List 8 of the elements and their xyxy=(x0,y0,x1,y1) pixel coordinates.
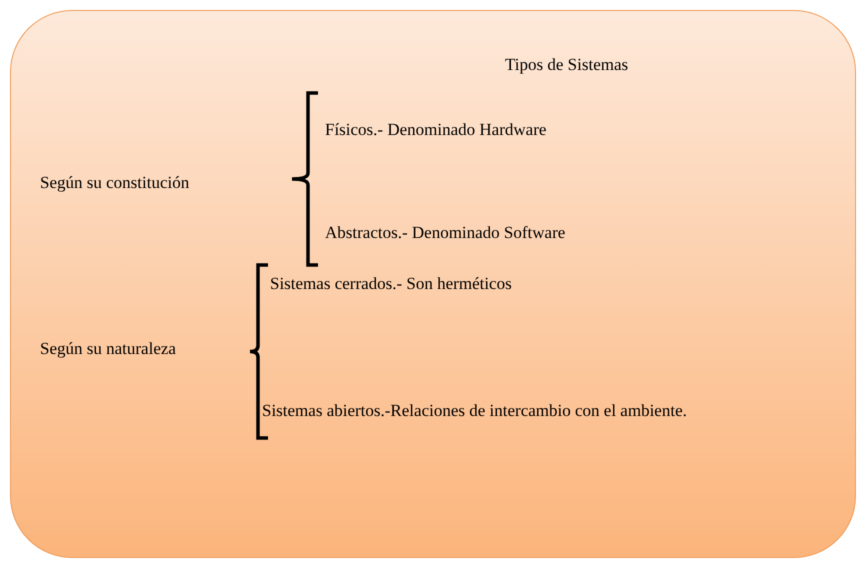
subtype-text: Físicos.- Denominado Hardware xyxy=(325,120,546,140)
category-text: Según su constitución xyxy=(40,173,190,193)
rounded-panel xyxy=(10,10,856,558)
category-text: Según su naturaleza xyxy=(40,339,176,359)
title: Tipos de Sistemas xyxy=(505,55,628,75)
subtype-text: Sistemas cerrados.- Son herméticos xyxy=(270,274,512,294)
subtype-text: Sistemas abiertos.-Relaciones de intercambio con el ambiente. xyxy=(262,401,687,421)
subtype-text: Abstractos.- Denominado Software xyxy=(325,223,566,243)
